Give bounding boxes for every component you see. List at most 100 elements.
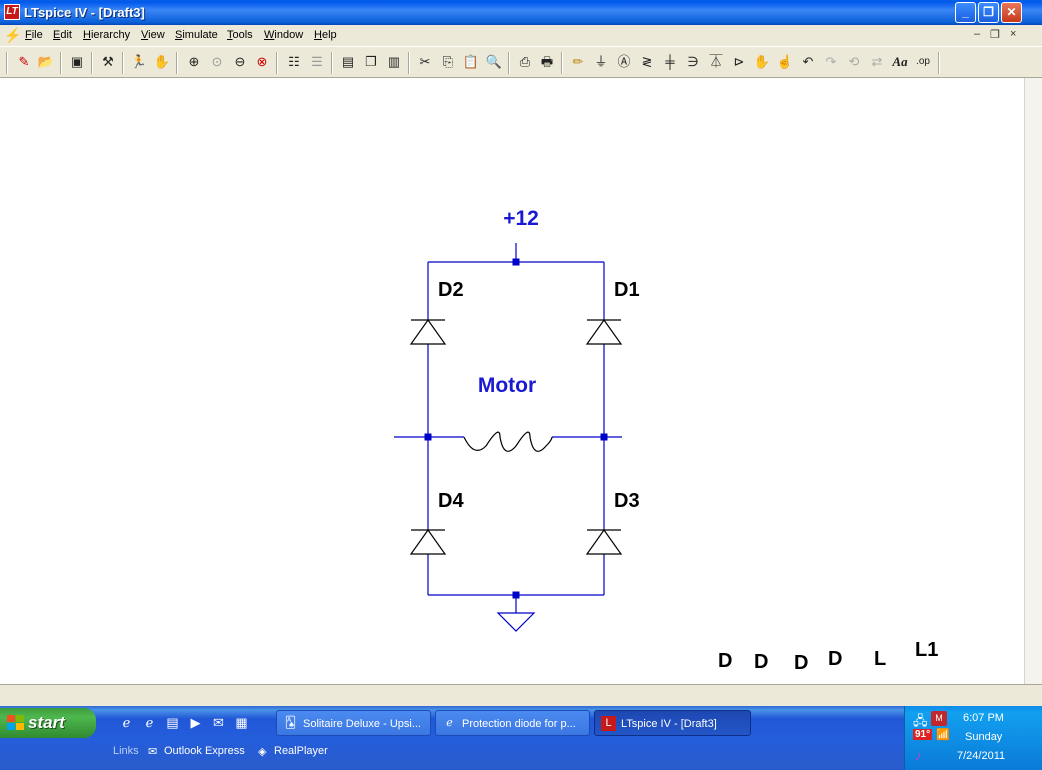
- tile-vertical-icon[interactable]: ▥: [387, 54, 401, 69]
- cut-icon[interactable]: ✂: [419, 54, 431, 69]
- ground-symbol[interactable]: [496, 612, 536, 632]
- outlook-express-icon[interactable]: ✉: [148, 746, 158, 758]
- component-icon[interactable]: ⊳: [733, 54, 745, 69]
- realplayer-icon[interactable]: ◈: [258, 746, 267, 758]
- draw-wire-icon[interactable]: ✏: [572, 54, 584, 69]
- outlook-icon[interactable]: ✉: [213, 715, 224, 730]
- stray-label[interactable]: D: [754, 651, 768, 673]
- diode-label-d3[interactable]: D3: [614, 490, 640, 512]
- media-player-icon[interactable]: ▶: [190, 715, 201, 730]
- menu-simulate[interactable]: Simulate: [175, 29, 218, 41]
- label-net-icon[interactable]: Ⓐ: [617, 54, 631, 69]
- menu-tools[interactable]: Tools: [227, 29, 253, 41]
- supply-label[interactable]: +12: [503, 207, 539, 230]
- menu-file[interactable]: File: [25, 29, 43, 41]
- zoom-in-icon[interactable]: ⊕: [188, 54, 200, 69]
- find-icon[interactable]: 🔍: [485, 54, 503, 69]
- run-icon[interactable]: 🏃: [130, 54, 148, 69]
- weather-temp[interactable]: 91°: [913, 729, 933, 740]
- redo-icon[interactable]: ↷: [825, 54, 837, 69]
- stray-label[interactable]: L1: [915, 639, 938, 661]
- close-button[interactable]: ✕: [1001, 2, 1022, 23]
- zoom-out-icon[interactable]: ⊖: [234, 54, 246, 69]
- inductor-motor[interactable]: [463, 431, 553, 452]
- horizontal-scrollbar[interactable]: [0, 684, 1042, 706]
- tray-app-icon[interactable]: ♪: [915, 748, 922, 763]
- zoom-area-icon[interactable]: ⊙: [211, 54, 223, 69]
- cascade-icon[interactable]: ❐: [365, 54, 377, 69]
- diode-d3[interactable]: [585, 528, 623, 555]
- ground-icon[interactable]: ⏚: [594, 54, 608, 69]
- stray-label[interactable]: D: [794, 652, 808, 674]
- diode-icon[interactable]: ⏄: [709, 54, 723, 69]
- capacitor-icon[interactable]: ╪: [665, 54, 675, 69]
- diode-label-d2[interactable]: D2: [438, 279, 464, 301]
- document-icon[interactable]: ⚡: [4, 27, 22, 43]
- menu-window[interactable]: Window: [264, 29, 304, 41]
- inductor-icon[interactable]: ∋: [687, 54, 699, 69]
- zoom-fit-icon[interactable]: ⊗: [256, 54, 268, 69]
- link-outlook-express[interactable]: Outlook Express: [164, 745, 245, 757]
- tile-horizontal-icon[interactable]: ▤: [341, 54, 355, 69]
- menu-help[interactable]: Help: [314, 29, 337, 41]
- title-bar[interactable]: LT LTspice IV - [Draft3] _ ❐ ✕: [0, 0, 1042, 25]
- print-setup-icon[interactable]: ⎙: [519, 54, 531, 69]
- diode-label-d4[interactable]: D4: [438, 490, 464, 512]
- task-browser[interactable]: ℯ Protection diode for p...: [435, 710, 590, 736]
- autorange-icon[interactable]: ☷: [288, 54, 300, 69]
- minimize-button[interactable]: _: [955, 2, 976, 23]
- mdi-close-button[interactable]: ×: [1010, 28, 1017, 40]
- halt-icon[interactable]: ✋: [153, 54, 171, 69]
- paint-icon[interactable]: ▦: [235, 715, 248, 730]
- save-icon[interactable]: ▣: [70, 54, 84, 69]
- paste-icon[interactable]: 📋: [462, 54, 480, 69]
- schematic-canvas[interactable]: +12 Motor D2 D1 D4 D3 D D D D L L1: [0, 78, 1024, 684]
- ie-icon[interactable]: ℯ: [122, 715, 131, 730]
- resistor-icon[interactable]: ≷: [641, 54, 653, 69]
- stray-label[interactable]: L: [874, 648, 886, 670]
- schematic-drawing[interactable]: +12 Motor D2 D1 D4 D3 D D D D L L1: [0, 78, 1024, 684]
- wires[interactable]: [394, 243, 622, 613]
- control-panel-icon[interactable]: ⚒: [102, 54, 114, 69]
- menu-bar: ⚡ File Edit Hierarchy View Simulate Tool…: [0, 25, 1042, 46]
- print-icon[interactable]: 🖶: [540, 54, 554, 69]
- drag-icon[interactable]: ☝: [776, 54, 794, 69]
- vertical-scrollbar[interactable]: [1024, 78, 1042, 684]
- diode-d4[interactable]: [409, 528, 447, 555]
- undo-icon[interactable]: ↶: [802, 54, 814, 69]
- copy-icon[interactable]: ⎘: [442, 54, 454, 69]
- diode-d2[interactable]: [409, 318, 447, 345]
- motor-label[interactable]: Motor: [478, 374, 536, 397]
- link-realplayer[interactable]: RealPlayer: [274, 745, 328, 757]
- open-icon[interactable]: 📂: [37, 54, 55, 69]
- task-solitaire[interactable]: 🂡 Solitaire Deluxe - Upsi...: [276, 710, 431, 736]
- menu-edit[interactable]: Edit: [53, 29, 72, 41]
- mirror-icon[interactable]: ⇄: [871, 54, 883, 69]
- move-icon[interactable]: ✋: [753, 54, 771, 69]
- menu-hierarchy[interactable]: Hierarchy: [83, 29, 131, 41]
- antivirus-icon[interactable]: M: [931, 711, 947, 726]
- start-button[interactable]: start: [0, 708, 96, 738]
- new-schematic-icon[interactable]: ✎: [18, 54, 30, 69]
- menu-view[interactable]: View: [141, 29, 165, 41]
- folder-icon[interactable]: ▤: [166, 715, 179, 730]
- task-ltspice[interactable]: L LTspice IV - [Draft3]: [594, 710, 751, 736]
- text-icon[interactable]: Aa: [892, 54, 908, 69]
- stray-label[interactable]: D: [718, 650, 732, 672]
- maximize-button[interactable]: ❐: [978, 2, 999, 23]
- spice-directive-icon[interactable]: .op: [916, 56, 930, 67]
- mdi-minimize-button[interactable]: –: [974, 28, 981, 40]
- links-toolbar-label[interactable]: Links: [113, 745, 139, 757]
- network-icon[interactable]: 🖧: [913, 713, 928, 728]
- rotate-icon[interactable]: ⟲: [848, 54, 860, 69]
- ie-alt-icon[interactable]: ℯ: [145, 715, 154, 730]
- diode-label-d1[interactable]: D1: [614, 279, 640, 301]
- clock-time[interactable]: 6:07 PM: [963, 712, 1004, 724]
- toolbar-grip[interactable]: [6, 52, 8, 74]
- plot-settings-icon[interactable]: ☰: [311, 54, 323, 69]
- wireless-icon[interactable]: 📶: [936, 729, 950, 741]
- stray-label[interactable]: D: [828, 648, 842, 670]
- ltspice-icon[interactable]: LT: [4, 4, 20, 20]
- mdi-restore-button[interactable]: ❐: [990, 29, 1000, 41]
- diode-d1[interactable]: [585, 318, 623, 345]
